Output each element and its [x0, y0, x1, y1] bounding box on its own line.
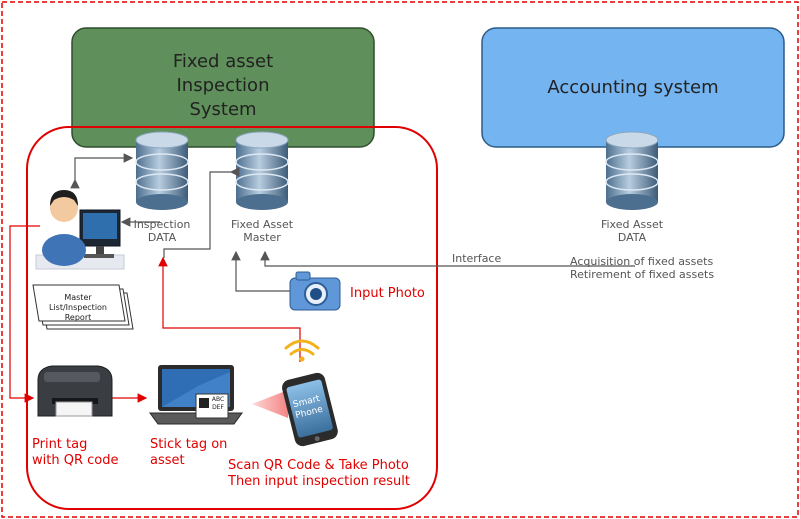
inspection-data-label: Inspection DATA: [122, 218, 202, 244]
laptop-with-tag-icon: [149, 365, 243, 425]
report-stack-icon: [32, 284, 134, 330]
fixed-asset-inspection-title-line1: Fixed asset: [172, 51, 274, 72]
asset-tag-line2: DEF: [212, 404, 224, 411]
asset-tag-text: ABC DEF: [208, 396, 228, 412]
wifi-icon: [284, 339, 320, 362]
scan-beam: [252, 390, 288, 418]
camera-icon: [289, 271, 341, 311]
report-label-line1: Master: [64, 293, 92, 302]
fixed-asset-data-database-icon: [605, 131, 659, 210]
fixed-asset-inspection-title: Fixed asset Inspection System: [72, 50, 374, 122]
input-photo-label: Input Photo: [350, 286, 425, 301]
interface-label: Interface: [452, 252, 502, 265]
input-photo-arrow: [231, 250, 290, 292]
inspection-data-label-line1: Inspection: [133, 218, 191, 231]
fixed-asset-master-label-line2: Master: [243, 231, 281, 244]
interface-retirement: Retirement of fixed assets: [570, 268, 715, 281]
print-tag-label: Print tag with QR code: [32, 437, 118, 469]
inspection-data-database-icon: [135, 131, 189, 210]
fixed-asset-master-database-icon: [235, 131, 289, 210]
smartphone-to-inspection-arrow: [158, 256, 301, 362]
stick-tag-line1: Stick tag on: [150, 437, 228, 452]
label-printer-icon: [37, 365, 113, 417]
fixed-asset-inspection-title-line3: System: [189, 99, 257, 120]
print-tag-line1: Print tag: [32, 437, 88, 452]
fixed-asset-data-label: Fixed Asset DATA: [592, 218, 672, 244]
master-to-inspection-arrow: [163, 167, 240, 258]
report-label-line3: Report: [64, 313, 92, 322]
smartphone-icon: [282, 372, 338, 447]
interface-acquisition: Acquisition of fixed assets: [570, 255, 714, 268]
fixed-asset-inspection-box: [71, 27, 375, 148]
asset-tag-line1: ABC: [211, 396, 225, 403]
scan-label: Scan QR Code & Take Photo Then input ins…: [228, 458, 410, 490]
fixed-asset-inspection-title-line2: Inspection: [176, 75, 270, 96]
stick-tag-line2: asset: [150, 453, 185, 468]
scan-line2: Then input inspection result: [228, 474, 410, 489]
stick-tag-label: Stick tag on asset: [150, 437, 227, 469]
fixed-asset-data-label-line2: DATA: [617, 231, 647, 244]
report-label-line2: List/Inspection: [49, 303, 107, 312]
interface-description: Acquisition of fixed assets Retirement o…: [570, 255, 714, 281]
interface-arrow: [260, 250, 635, 267]
scan-line1: Scan QR Code & Take Photo: [228, 458, 409, 473]
inspection-data-label-line2: DATA: [147, 231, 177, 244]
fixed-asset-master-label-line1: Fixed Asset: [230, 218, 294, 231]
print-tag-line2: with QR code: [32, 453, 119, 468]
accounting-system-title: Accounting system: [547, 77, 719, 98]
inspection-process-frame: [26, 126, 438, 510]
operator-to-inspection-arrow: [70, 153, 134, 189]
operator-at-desk-icon: [35, 190, 125, 270]
fixed-asset-data-label-line1: Fixed Asset: [600, 218, 664, 231]
report-label: Master List/Inspection Report: [36, 293, 120, 323]
operator-to-printer-arrow: [9, 225, 40, 403]
fixed-asset-master-label: Fixed Asset Master: [222, 218, 302, 244]
